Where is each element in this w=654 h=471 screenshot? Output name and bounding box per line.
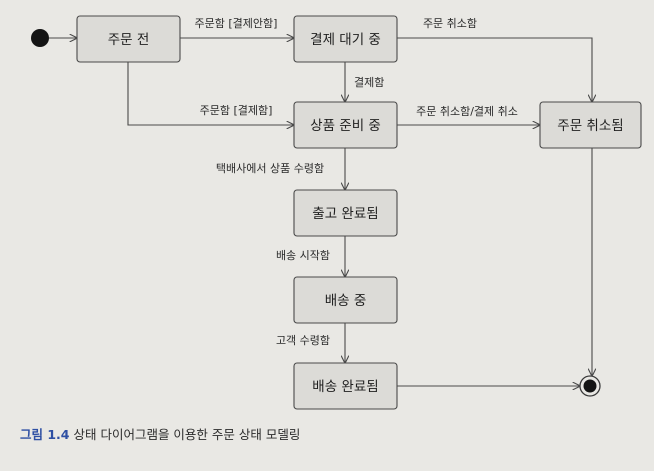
figure-caption: 그림 1.4 상태 다이어그램을 이용한 주문 상태 모델링 <box>20 424 300 443</box>
state-label: 주문 전 <box>108 32 150 48</box>
state-label: 주문 취소됨 <box>557 118 623 134</box>
transition-cancel-top-label: 주문 취소함 <box>423 17 477 30</box>
transition-paid-label: 결제함 <box>354 76 384 89</box>
transition-order-paid-arrow <box>127 62 294 125</box>
state-preparing: 상품 준비 중 <box>293 101 398 149</box>
state-label: 배송 완료됨 <box>312 379 378 395</box>
figure-label: 그림 1.4 <box>20 427 70 442</box>
transition-shipping-started-label: 배송 시작함 <box>276 249 330 262</box>
state-label: 출고 완료됨 <box>312 206 378 222</box>
state-label: 결제 대기 중 <box>310 32 381 48</box>
transition-courier-pickup-label: 택배사에서 상품 수령함 <box>216 162 324 175</box>
state-cancelled: 주문 취소됨 <box>539 101 642 149</box>
initial-state-dot <box>31 29 49 47</box>
state-shipping: 배송 중 <box>293 276 398 324</box>
transition-order-unpaid-label: 주문함 [결제안함] <box>195 17 278 30</box>
state-label: 배송 중 <box>325 293 367 309</box>
figure-caption-text: 상태 다이어그램을 이용한 주문 상태 모델링 <box>73 427 301 442</box>
transition-cancel-refund-label: 주문 취소함/결제 취소 <box>416 105 518 118</box>
state-released: 출고 완료됨 <box>293 189 398 237</box>
transition-order-paid-label: 주문함 [결제함] <box>200 104 273 117</box>
transition-cancel-top-arrow <box>397 37 592 102</box>
state-awaiting-payment: 결제 대기 중 <box>293 15 398 63</box>
transition-customer-received-label: 고객 수령함 <box>276 334 330 347</box>
state-delivered: 배송 완료됨 <box>293 362 398 410</box>
state-label: 상품 준비 중 <box>310 118 381 134</box>
state-before-order: 주문 전 <box>76 15 181 63</box>
final-state-node <box>579 375 601 397</box>
